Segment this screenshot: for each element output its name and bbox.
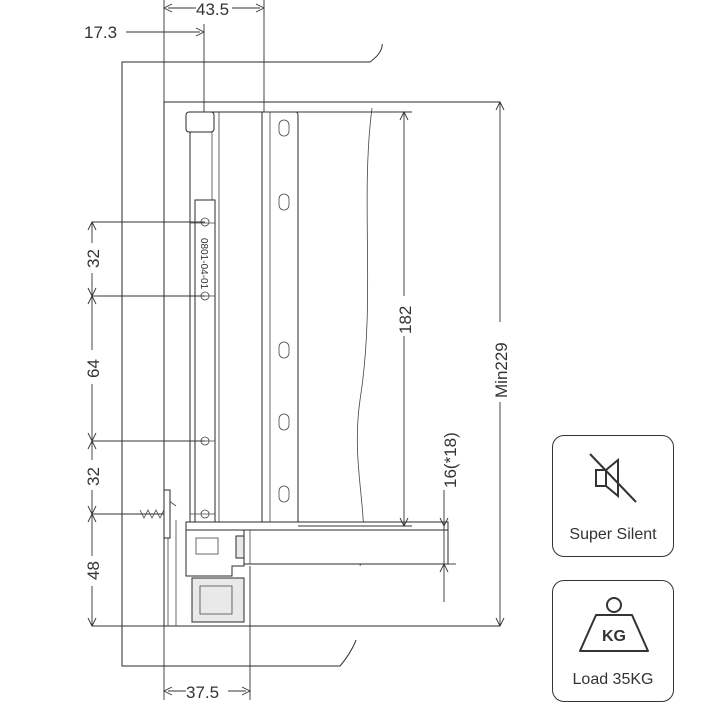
weight-icon-text: KG bbox=[602, 628, 626, 645]
dim-min229: Min229 bbox=[492, 342, 511, 398]
dim-32-upper: 32 bbox=[84, 249, 103, 268]
dim-17-3: 17.3 bbox=[84, 23, 117, 42]
dimension-rail-height: 16(*18) bbox=[439, 432, 460, 602]
dimension-left-chain: 32 64 32 48 bbox=[82, 220, 205, 628]
mounting-screw bbox=[138, 489, 171, 539]
super-silent-label: Super Silent bbox=[569, 526, 657, 543]
dimension-min229: Min229 bbox=[490, 100, 511, 628]
weight-icon: KG bbox=[579, 597, 649, 652]
dim-182: 182 bbox=[396, 306, 415, 334]
dim-37-5: 37.5 bbox=[186, 683, 219, 702]
super-silent-badge: Super Silent bbox=[552, 435, 674, 557]
part-marking: 0801-04-01 bbox=[198, 238, 209, 290]
load-capacity-label: Load 35KG bbox=[572, 671, 654, 688]
front-bracket bbox=[261, 111, 299, 527]
dim-64: 64 bbox=[84, 359, 103, 378]
dimension-bottom-width: 37.5 bbox=[162, 566, 252, 702]
dim-48: 48 bbox=[84, 561, 103, 580]
dim-16-18: 16(*18) bbox=[441, 432, 460, 488]
dimension-top-width: 43.5 bbox=[162, 0, 266, 112]
dimension-182: 182 bbox=[264, 110, 415, 528]
speaker-muted-icon bbox=[589, 453, 637, 503]
load-capacity-badge: KG Load 35KG bbox=[552, 580, 674, 702]
dim-43-5: 43.5 bbox=[196, 0, 229, 19]
drawer-side-panel: 0801-04-01 bbox=[185, 111, 266, 527]
cabinet-outline bbox=[121, 43, 500, 667]
dim-32-lower: 32 bbox=[84, 467, 103, 486]
dimension-top-offset: 17.3 bbox=[84, 23, 206, 112]
